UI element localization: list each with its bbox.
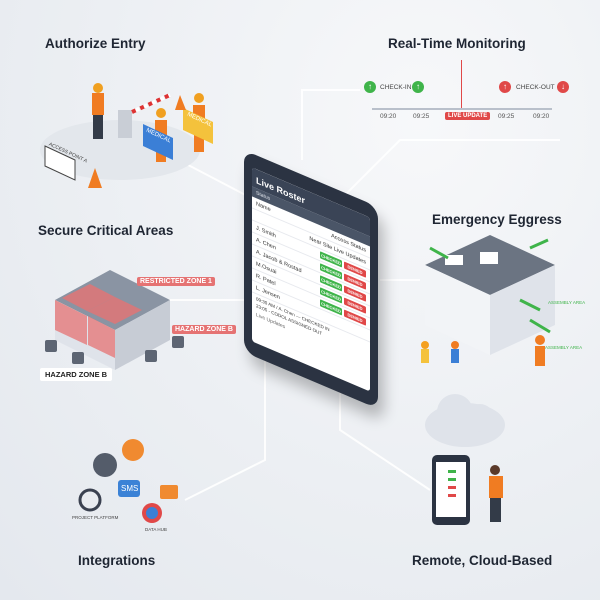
- cloud-remote-illustration: [425, 394, 505, 525]
- feature-title-integrations: Integrations: [78, 553, 156, 568]
- timeline-tick: 09:20: [380, 113, 397, 120]
- check-out-label: CHECK-OUT: [516, 84, 555, 91]
- timeline-tick: 09:25: [413, 113, 430, 120]
- feature-title-secure-critical-areas: Secure Critical Areas: [38, 223, 174, 238]
- check-in-label: CHECK-IN: [380, 84, 412, 91]
- restricted-zone-label: RESTRICTED ZONE 1: [137, 277, 215, 286]
- feature-title-real-time-monitoring: Real-Time Monitoring: [388, 36, 526, 51]
- secure-building-illustration: [45, 270, 184, 370]
- authorize-illustration: [40, 83, 213, 188]
- integrations-illustration: [78, 439, 178, 523]
- sms-label: SMS: [121, 484, 139, 493]
- timeline-tick: 09:20: [533, 113, 550, 120]
- check-in-arrow-icon: ↑: [364, 81, 376, 93]
- hazard-zone-label-2: HAZARD ZONE B: [40, 368, 113, 381]
- feature-title-remote-cloud: Remote, Cloud-Based: [412, 553, 553, 568]
- timeline-axis: [372, 108, 552, 110]
- check-out-arrow-icon: ↑: [499, 81, 511, 93]
- check-in-arrow-icon-2: ↑: [412, 81, 424, 93]
- live-update-badge: LIVE UPDATE: [445, 112, 491, 120]
- data-hub-label: DATA HUB: [145, 527, 167, 532]
- check-out-arrow-icon-2: ↓: [557, 81, 569, 93]
- feature-title-emergency-egress: Emergency Eggress: [432, 212, 562, 227]
- timeline-tick: 09:25: [498, 113, 515, 120]
- egress-building-illustration: [421, 235, 555, 366]
- feature-title-authorize-entry: Authorize Entry: [45, 36, 146, 51]
- assembly-area-label: ASSEMBLY AREA: [548, 300, 586, 305]
- live-marker-line: [461, 60, 462, 108]
- hazard-zone-label: HAZARD ZONE B: [172, 325, 236, 334]
- project-platform-label: PROJECT PLATFORM: [72, 515, 119, 520]
- assembly-area-label-2: ASSEMBLY AREA: [545, 345, 583, 350]
